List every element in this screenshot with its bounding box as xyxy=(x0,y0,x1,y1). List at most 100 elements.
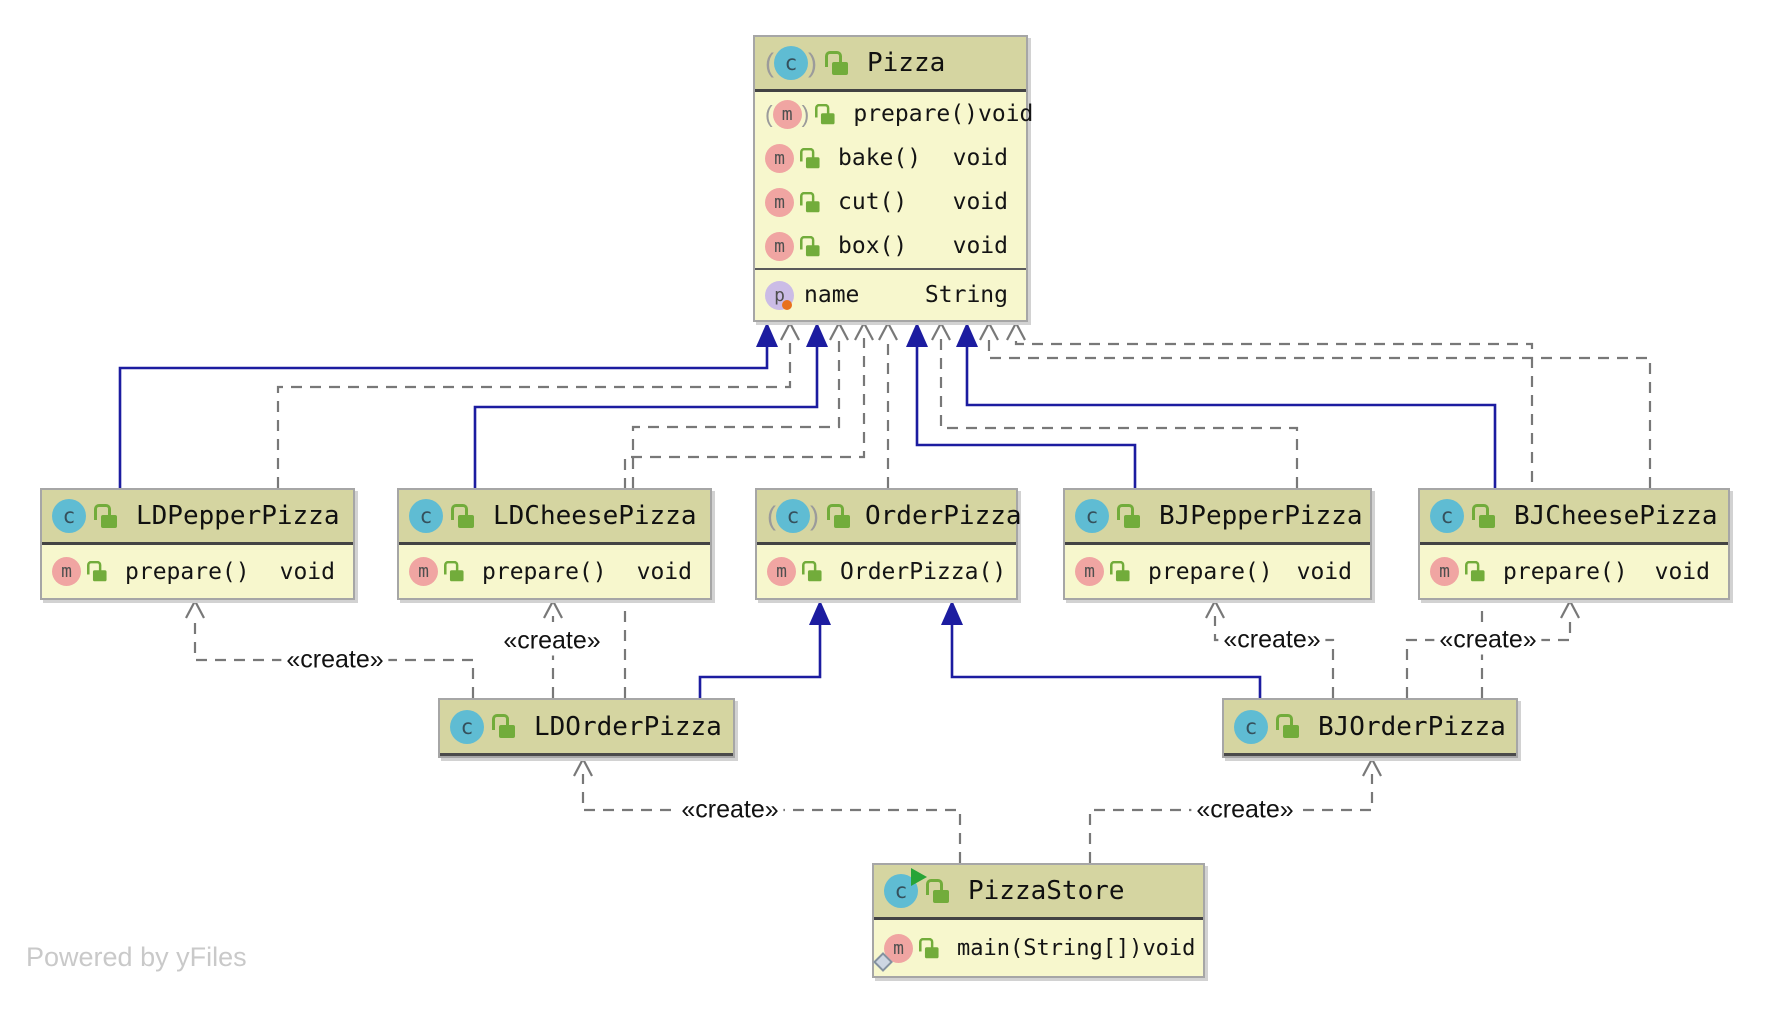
class-icon: c xyxy=(1075,499,1109,533)
method-name: cut() xyxy=(838,189,908,215)
method-name: prepare() xyxy=(482,558,607,585)
method-icon: m xyxy=(765,187,794,217)
method-return-type: void xyxy=(1654,558,1710,585)
method-row[interactable]: m main(String[]) void xyxy=(873,920,1203,976)
inheritance-edge-ldorder-orderpizza xyxy=(698,623,822,698)
public-lock-icon xyxy=(815,103,835,126)
class-header[interactable]: ( c ) Pizza xyxy=(755,37,1026,92)
class-name: BJCheesePizza xyxy=(1514,501,1718,531)
create-label: «create» xyxy=(676,795,784,825)
method-row[interactable]: m OrderPizza() xyxy=(757,545,1016,598)
public-lock-icon xyxy=(444,560,464,583)
public-lock-icon xyxy=(1465,560,1485,583)
public-lock-icon xyxy=(919,937,939,960)
static-method-icon: m xyxy=(873,933,913,972)
method-return-type: void xyxy=(952,145,1008,171)
inheritance-edge-bjcheese-pizza xyxy=(965,345,1497,488)
class-node-ldorderpizza[interactable]: c LDOrderPizza xyxy=(438,698,735,758)
method-row[interactable]: m prepare() void xyxy=(1420,545,1728,598)
class-header[interactable]: c BJCheesePizza xyxy=(1420,490,1728,545)
run-play-icon xyxy=(911,868,927,886)
class-name: LDCheesePizza xyxy=(493,501,697,531)
class-header[interactable]: c LDOrderPizza xyxy=(440,700,733,756)
method-icon: m xyxy=(772,99,802,129)
class-icon: c xyxy=(776,499,810,533)
public-lock-icon xyxy=(492,713,516,740)
yfiles-watermark: Powered by yFiles xyxy=(26,942,247,972)
abstract-class-icon: ) xyxy=(808,47,817,78)
class-node-bjcheesepizza[interactable]: c BJCheesePizza m prepare() void xyxy=(1418,488,1730,600)
method-name: main(String[]) xyxy=(957,935,1143,961)
class-icon: c xyxy=(409,499,443,533)
class-header[interactable]: ( c ) OrderPizza xyxy=(757,490,1022,545)
class-name: Pizza xyxy=(867,48,946,78)
dependency-edge-ldpepper-pizza xyxy=(276,338,792,488)
method-row[interactable]: m prepare() void xyxy=(1065,545,1370,598)
method-name: box() xyxy=(838,233,908,259)
class-node-ldcheesepizza[interactable]: c LDCheesePizza m prepare() void xyxy=(397,488,712,600)
inheritance-edge-bjpepper-pizza xyxy=(915,345,1137,488)
class-icon: c xyxy=(774,46,808,80)
field-name: name xyxy=(804,282,860,308)
method-row[interactable]: m prepare() void xyxy=(399,545,710,598)
method-icon: m xyxy=(765,231,794,261)
method-row[interactable]: m prepare() void xyxy=(42,545,353,598)
class-node-bjpepperpizza[interactable]: c BJPepperPizza m prepare() void xyxy=(1063,488,1372,600)
field-row[interactable]: p name String xyxy=(755,268,1026,320)
method-name: prepare() xyxy=(853,101,978,127)
method-return-type: void xyxy=(279,558,335,585)
inheritance-edge-ldcheese-pizza xyxy=(473,345,819,488)
public-lock-icon xyxy=(94,503,118,530)
dependency-edge-ldcheese-pizza xyxy=(631,338,841,488)
method-name: OrderPizza() xyxy=(840,558,1007,585)
public-lock-icon xyxy=(1110,560,1130,583)
public-lock-icon xyxy=(1472,503,1496,530)
method-return-type: void xyxy=(952,189,1008,215)
field-marker-dot xyxy=(782,300,792,310)
method-return-type: void xyxy=(1296,558,1352,585)
class-name: OrderPizza xyxy=(865,501,1022,531)
class-node-pizzastore[interactable]: c PizzaStore m main(String[]) void xyxy=(872,863,1205,978)
method-row[interactable]: ( m ) prepare() void xyxy=(755,92,1033,136)
public-lock-icon xyxy=(1117,503,1141,530)
class-node-pizza[interactable]: ( c ) Pizza ( m ) prepare() void m bake(… xyxy=(753,35,1033,322)
class-header[interactable]: c PizzaStore xyxy=(874,865,1203,920)
method-icon: m xyxy=(765,143,794,173)
method-row[interactable]: m bake() void xyxy=(755,136,1026,180)
public-lock-icon xyxy=(802,560,822,583)
class-icon: c xyxy=(450,709,484,744)
static-marker xyxy=(873,951,893,972)
method-row[interactable]: m cut() void xyxy=(755,180,1026,224)
class-name: LDPepperPizza xyxy=(136,501,340,531)
public-lock-icon xyxy=(800,191,820,214)
public-lock-icon xyxy=(926,878,950,905)
dependency-edge-bjpepper-pizza xyxy=(939,338,1299,488)
method-icon: m xyxy=(409,557,438,586)
class-node-orderpizza[interactable]: ( c ) OrderPizza m OrderPizza() xyxy=(755,488,1022,600)
create-label: «create» xyxy=(1434,625,1542,655)
class-name: LDOrderPizza xyxy=(534,711,722,742)
dependency-edge-bjcheese-pizza xyxy=(987,338,1652,488)
class-header[interactable]: c BJPepperPizza xyxy=(1065,490,1370,545)
method-icon: m xyxy=(52,557,81,586)
abstract-method-icon: ) xyxy=(801,100,810,127)
public-lock-icon xyxy=(827,503,851,530)
method-return-type: void xyxy=(952,233,1008,259)
class-node-bjorderpizza[interactable]: c BJOrderPizza xyxy=(1222,698,1518,758)
public-lock-icon xyxy=(451,503,475,530)
method-name: prepare() xyxy=(1148,558,1273,585)
class-node-ldpepperpizza[interactable]: c LDPepperPizza m prepare() void xyxy=(40,488,355,600)
class-header[interactable]: c BJOrderPizza xyxy=(1224,700,1516,756)
class-icon: c xyxy=(1430,499,1464,533)
method-name: bake() xyxy=(838,145,922,171)
class-icon: c xyxy=(52,499,86,533)
inheritance-edge-ldpepper-pizza xyxy=(118,345,769,488)
abstract-method-icon: ( xyxy=(765,100,773,127)
class-header[interactable]: c LDCheesePizza xyxy=(399,490,710,545)
method-row[interactable]: m box() void xyxy=(755,224,1026,268)
method-icon: m xyxy=(1430,557,1459,586)
class-header[interactable]: c LDPepperPizza xyxy=(42,490,353,545)
public-lock-icon xyxy=(800,147,820,170)
create-label: «create» xyxy=(281,645,389,675)
public-lock-icon xyxy=(825,50,849,77)
